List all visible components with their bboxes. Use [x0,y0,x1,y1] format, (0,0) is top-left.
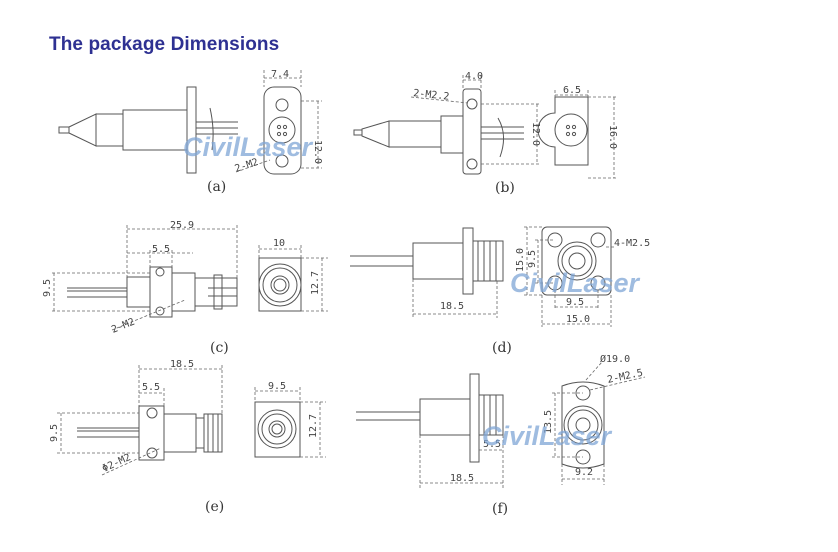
drawing-e: 18.5 5.5 9.5 Φ2-M2 9.5 12.7 (e) [49,359,326,515]
drawing-d: 18.5 15.0 9.5 4-M2.5 9.5 15.0 (d) [350,226,650,356]
dim-b-side: 6.5 [563,85,581,96]
page-title: The package Dimensions [49,34,280,55]
dim-b-side-height: 16.0 [607,125,618,149]
dim-c-face-width: 10 [273,238,285,249]
dim-d-holes: 4-M2.5 [614,238,650,249]
dim-d-outer-v: 15.0 [515,248,526,272]
dim-e-face-width: 9.5 [268,381,286,392]
dim-e-holes: Φ2-M2 [101,452,133,475]
dim-d-inner-h: 9.5 [566,297,584,308]
dim-f-diameter: Ø19.0 [600,353,630,365]
caption-a: (a) [207,179,226,195]
drawing-c: 25.9 5.5 9.5 2-M2 10 12.7 (c) [42,220,328,356]
dim-f-width: 9.2 [575,467,593,478]
dim-d-outer-h: 15.0 [566,314,590,325]
dim-b-height: 12.0 [530,122,541,146]
dim-c-flange: 5.5 [152,244,170,255]
dim-c-height: 9.5 [42,279,53,297]
dim-b-flange: 4.0 [465,71,483,82]
drawing-b: 4.0 2-M2.2 12.0 6.5 16.0 (b) [353,71,618,196]
caption-d: (d) [492,340,512,356]
dim-f-holes: 2-M2.5 [606,368,644,386]
dim-e-flange: 5.5 [142,382,160,393]
dim-d-inner-v: 9.5 [527,250,538,268]
caption-b: (b) [495,180,515,196]
dim-c-length: 25.9 [170,220,194,231]
caption-c: (c) [210,340,229,356]
dim-b-holes: 2-M2.2 [413,88,450,103]
dim-c-face-height: 12.7 [310,271,321,295]
dim-f-length: 18.5 [450,473,474,484]
caption-f: (f) [492,501,508,517]
dim-f-flange: 5.5 [483,439,501,450]
watermark: CivilLaser [510,268,641,298]
dim-e-length: 18.5 [170,359,194,370]
dim-f-pitch: 13.5 [543,410,554,434]
caption-e: (e) [205,499,224,515]
dim-a-height: 12.0 [312,140,323,164]
drawing-a: 7.4 12.0 2-M2 (a) [58,69,323,195]
dim-c-holes: 2-M2 [110,317,136,336]
watermark: CivilLaser [183,132,314,162]
watermark: CivilLaser [482,421,613,451]
dim-e-height: 9.5 [49,424,60,442]
drawing-f: Ø19.0 2-M2.5 13.5 5.5 18.5 9.2 (f) [356,353,646,517]
dim-d-length: 18.5 [440,301,464,312]
dim-e-face-height: 12.7 [308,414,319,438]
dim-a-width: 7.4 [271,69,289,80]
